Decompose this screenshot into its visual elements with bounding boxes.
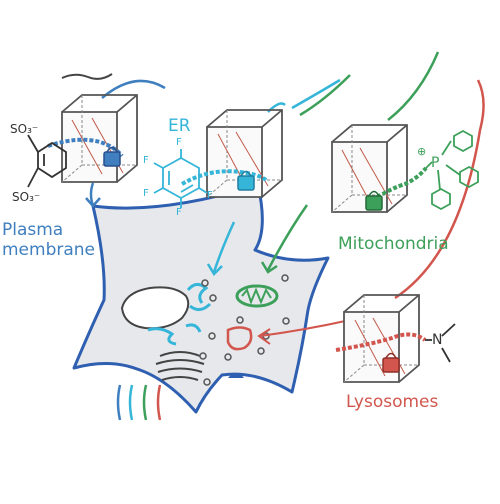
phosphorus-label: P [431,155,440,171]
lyso-arrow-head [257,328,271,345]
golgi [155,351,205,381]
mito-probe-cage [331,124,428,213]
nitrogen-label: N [432,332,443,348]
plasma-label-line1: Plasma [2,220,64,240]
mito-incoming-curve [299,74,351,117]
mito-incoming-curve-2 [387,51,440,121]
mito-arrow-head [260,261,278,274]
amine [425,323,456,363]
er-arrow [212,221,236,273]
plasma-label-line2: membrane [2,240,96,260]
fluorine-label: F [176,207,182,218]
mitochondrion [235,284,279,308]
mitochondria-label: Mitochondria [338,234,449,254]
plasma-arrow-head [85,197,101,208]
phosphonium-charge: ⊕ [417,145,427,158]
sketch-squiggle [61,73,113,80]
er-arrow-head [206,263,223,277]
fluorine-label: F [143,188,149,199]
er-organelle [147,283,212,346]
pentafluoro-ring [153,149,208,208]
lyso-probe-cage [335,294,427,383]
er-incoming-curve-2 [291,78,341,110]
lysosome [226,326,253,351]
mitochondrion-cristae [241,287,272,305]
fluorine-label: F [143,155,149,166]
er-label: ER [168,116,191,136]
so3-top-label: SO₃⁻ [10,122,39,136]
bottom-strokes [116,384,162,421]
sulfonate-ring [27,134,67,188]
er-probe-cage [181,109,283,198]
nucleus [120,286,190,330]
membrane-probe [228,373,244,378]
so3-bottom-label: SO₃⁻ [12,190,41,204]
lysosomes-label: Lysosomes [346,392,439,412]
lyso-arrow [259,319,351,337]
fluorine-label: F [176,137,182,148]
plasma-probe-cage [47,94,138,183]
phosphonium [425,129,479,211]
mito-arrow [266,204,309,271]
fluorine-label: F [207,190,213,201]
plasma-incoming-curve [101,79,166,99]
